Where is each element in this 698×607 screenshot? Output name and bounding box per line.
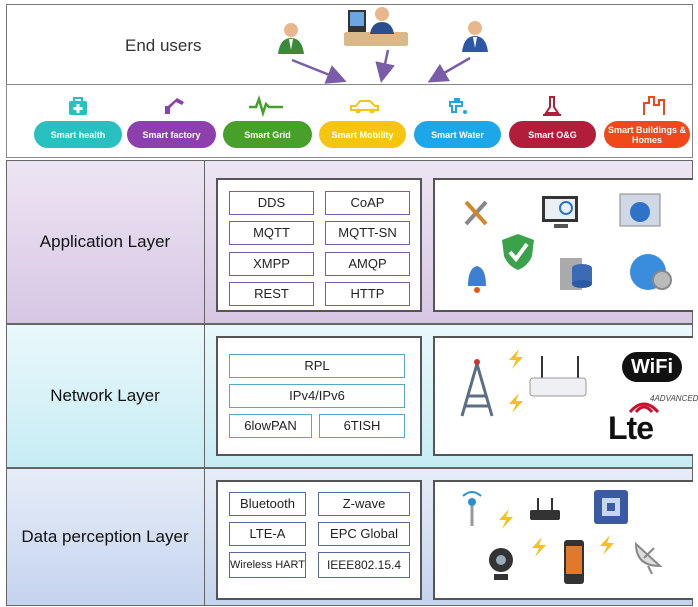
protocol-amqp: AMQP [325, 252, 410, 276]
lte-advanced-label: 4ADVANCED [650, 394, 698, 403]
browser-globe-icon [619, 193, 661, 227]
lightning-icon [600, 535, 614, 555]
lightning-icon [509, 393, 523, 413]
application-layer-label: Application Layer [6, 160, 205, 324]
domain-pill-smart-mobility[interactable]: Smart Mobility [319, 121, 406, 148]
database-server-icon [560, 258, 592, 290]
domain-pill-smart-factory[interactable]: Smart factory [127, 121, 216, 148]
domain-pill-smart-health[interactable]: Smart health [34, 121, 122, 148]
protocol-rest: REST [229, 282, 314, 306]
rfid-chip-icon [594, 490, 628, 524]
security-shield-icon [502, 234, 534, 270]
domain-pill-smart-buildings-homes[interactable]: Smart Buildings & Homes [604, 121, 690, 148]
end-users-title: End users [125, 36, 202, 55]
tools-icon [464, 200, 488, 226]
protocol-z-wave: Z-wave [318, 492, 410, 516]
domain-pill-smart-grid[interactable]: Smart Grid [223, 121, 312, 148]
lte-signal-icon [628, 402, 660, 414]
monitor-analytics-icon [542, 196, 578, 228]
wifi-logo: WiFi [622, 352, 682, 382]
protocol-bluetooth: Bluetooth [229, 492, 306, 516]
cell-tower-icon [460, 359, 494, 417]
arrows-to-domains [291, 49, 471, 84]
protocol-xmpp: XMPP [229, 252, 314, 276]
protocol-dds: DDS [229, 191, 314, 215]
protocol-ipv4-ipv6: IPv4/IPv6 [229, 384, 405, 408]
oil-rig-icon [540, 96, 564, 116]
protocol-http: HTTP [325, 282, 410, 306]
wireless-sensor-icon [462, 491, 482, 526]
first-aid-icon [66, 96, 90, 116]
smartphone-icon [564, 540, 584, 584]
data-perception-layer-label: Data perception Layer [6, 468, 205, 606]
protocol-6lowpan: 6lowPAN [229, 414, 312, 438]
user-icon [278, 23, 304, 54]
webcam-icon [489, 548, 513, 580]
globe-settings-icon [630, 254, 672, 290]
protocol-6tish: 6TISH [319, 414, 405, 438]
domain-pill-smart-og[interactable]: Smart O&G [509, 121, 596, 148]
satellite-dish-icon [634, 541, 663, 575]
car-icon [348, 96, 380, 116]
protocol-mqtt-sn: MQTT-SN [325, 221, 410, 245]
perception-icons-panel [433, 480, 693, 600]
lte-logo: Lte [608, 410, 654, 446]
protocol-mqtt: MQTT [229, 221, 314, 245]
lightning-icon [499, 509, 513, 529]
building-icon [642, 96, 666, 116]
domain-pill-smart-water[interactable]: Smart Water [414, 121, 501, 148]
user-icon [462, 21, 488, 52]
wifi-router-icon [529, 356, 587, 397]
protocol-rpl: RPL [229, 354, 405, 378]
waveform-icon [248, 95, 284, 118]
lightning-icon [509, 349, 523, 369]
protocol-lte-a: LTE-A [229, 522, 306, 546]
network-layer-label: Network Layer [6, 324, 205, 468]
alarm-bell-icon [468, 266, 486, 293]
user-at-desk-icon [344, 7, 408, 46]
router-device-icon [530, 498, 560, 520]
protocol-coap: CoAP [325, 191, 410, 215]
robot-arm-icon [162, 96, 186, 116]
faucet-icon [446, 96, 470, 116]
protocol-ieee802154: IEEE802.15.4 [318, 552, 410, 578]
protocol-epc-global: EPC Global [318, 522, 410, 546]
lightning-icon [532, 537, 546, 557]
protocol-wireless-hart: Wireless HART [229, 552, 306, 578]
